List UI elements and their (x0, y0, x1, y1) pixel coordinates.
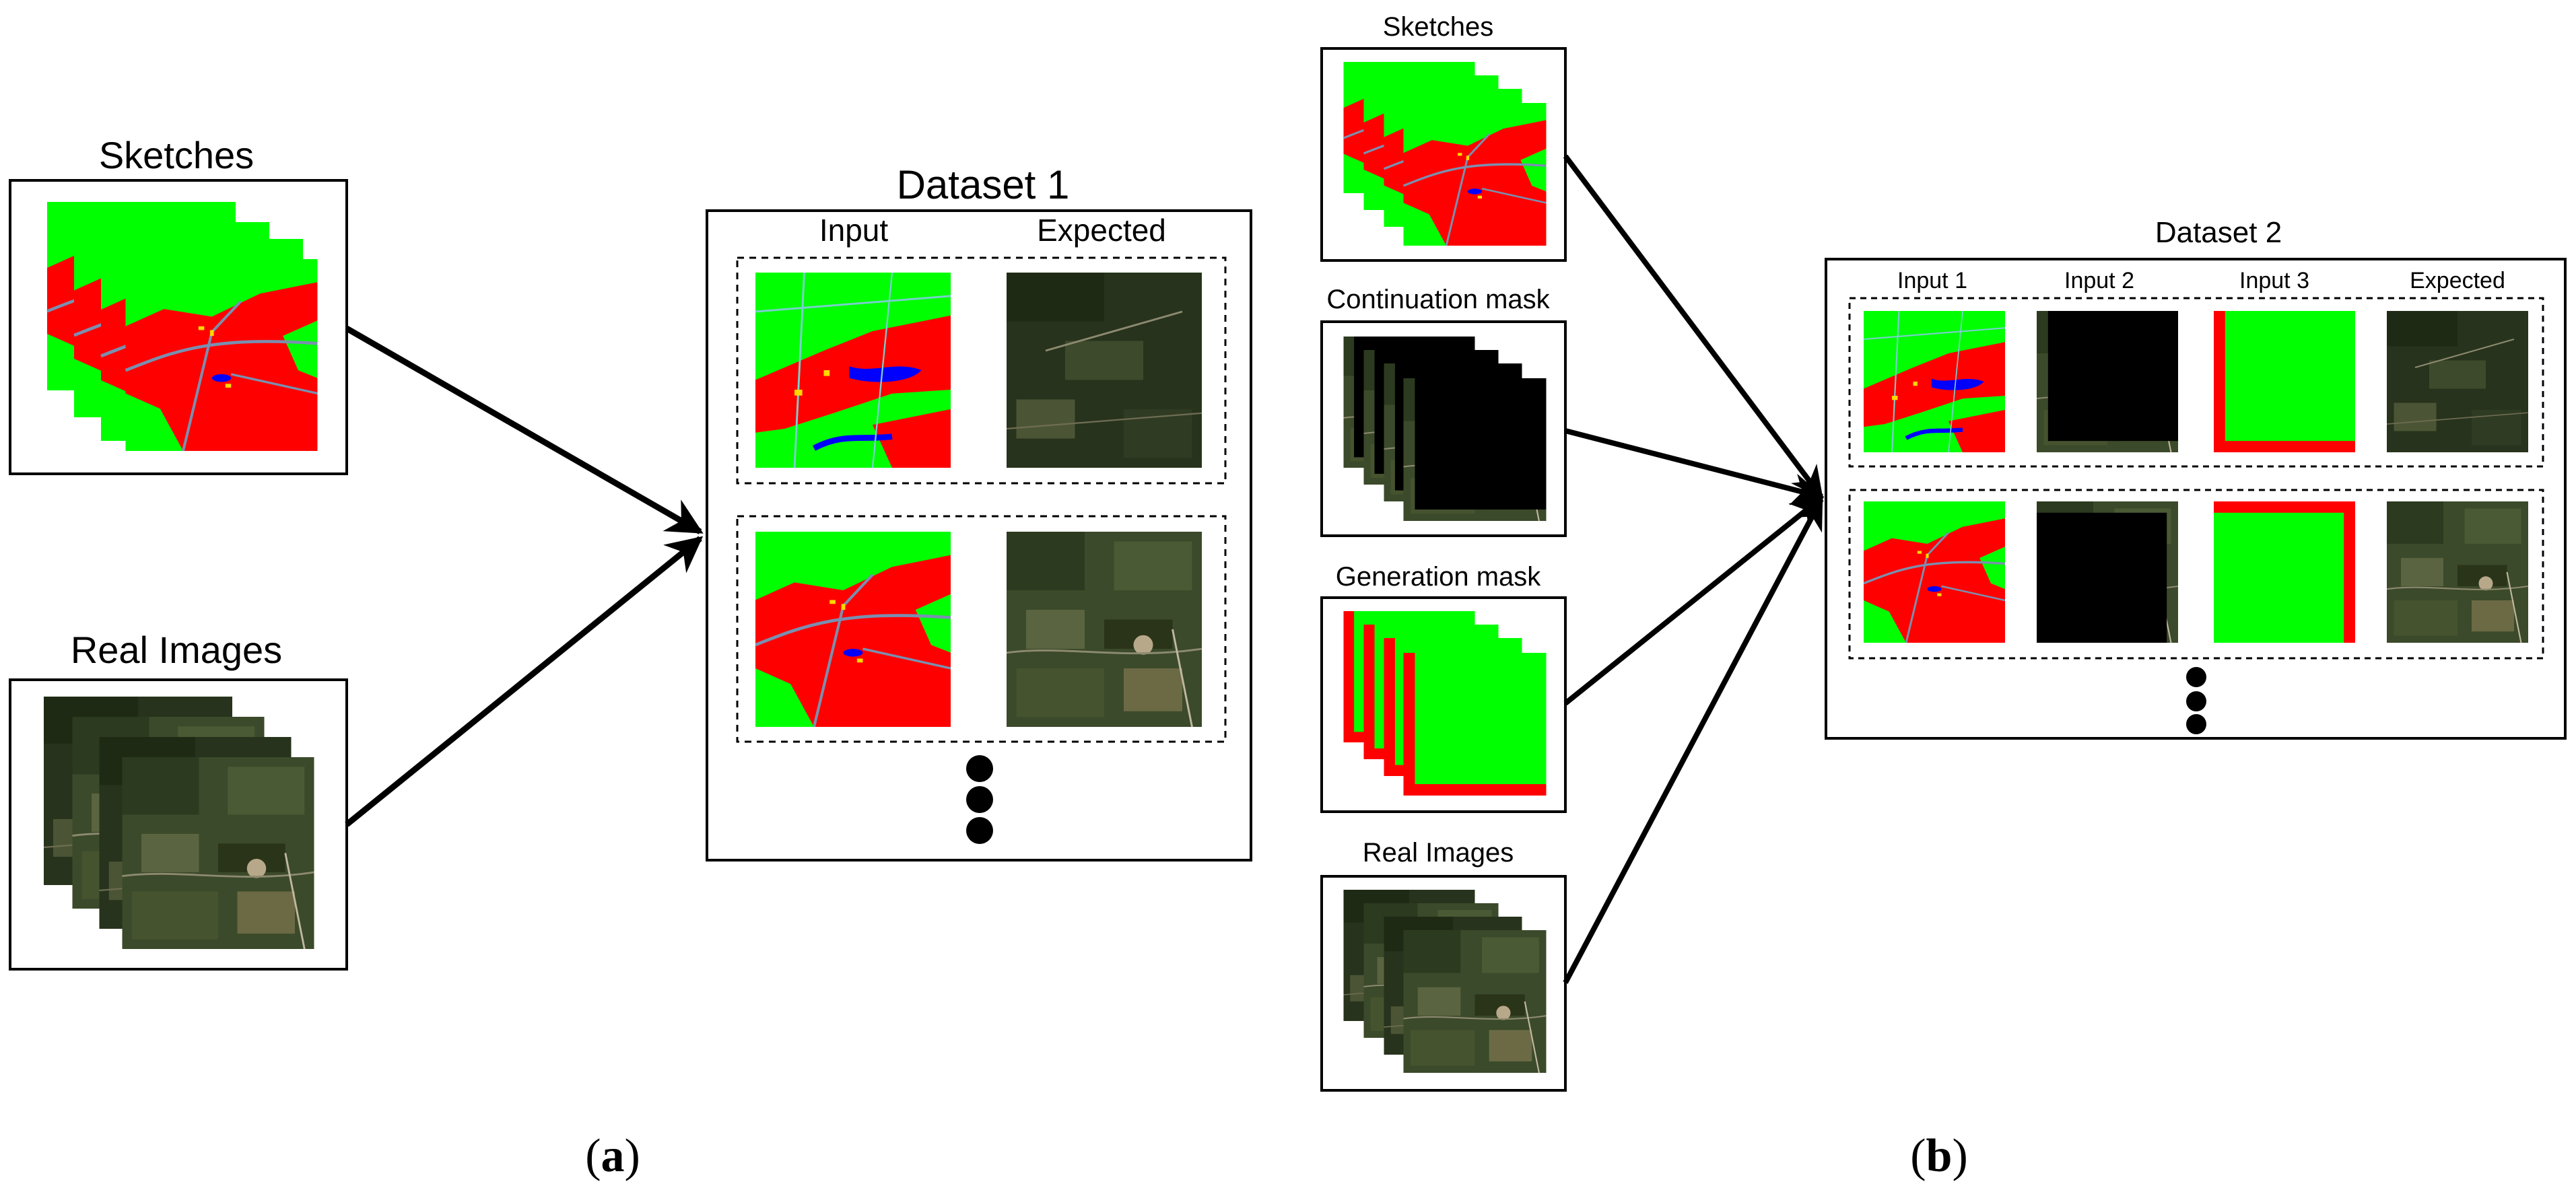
dataset2-row-1-input3 (2214, 311, 2355, 452)
ellipsis-dot (2186, 714, 2206, 734)
caption-a-letter: a (601, 1130, 625, 1182)
dataset1-row-2-input (755, 532, 951, 727)
ellipsis-dot (2186, 691, 2206, 711)
caption-b-close: ) (1952, 1130, 1967, 1182)
sketch-layer-4 (126, 259, 318, 451)
sketches-label-a: Sketches (99, 134, 254, 176)
ellipsis-dot (2186, 667, 2206, 687)
arrow-real-to-dataset1 (345, 536, 704, 827)
caption-a-open: ( (585, 1130, 601, 1182)
dataset1-ellipsis-dots (966, 755, 993, 844)
dataset2-frame (1825, 258, 2567, 740)
panel-b: Sketches Continuation mask Generation ma… (1320, 12, 2567, 1182)
dataset1-row-1-input (755, 273, 951, 468)
dataset2-row-2 (1848, 489, 2544, 660)
sketches-stack-a (47, 202, 318, 451)
sketches-frame-b (1320, 47, 1567, 262)
dataset2-row-2-input1 (1864, 501, 2005, 643)
dataset2-col-expected: Expected (2410, 268, 2505, 293)
dataset2-row-2-expected (2387, 501, 2528, 643)
dataset1-row-1-frame (736, 256, 1227, 485)
continuation-mask-frame (1320, 320, 1567, 537)
ellipsis-dot (966, 786, 993, 813)
caption-a: (a) (585, 1130, 640, 1182)
real-images-label-a: Real Images (71, 629, 282, 671)
sketches-label-b: Sketches (1383, 12, 1494, 42)
dataset1-row-2-frame (736, 515, 1227, 743)
dataset2-ellipsis-dots (2186, 667, 2206, 734)
ellipsis-dot (966, 755, 993, 782)
dataset2-row-1-expected (2387, 311, 2528, 452)
dataset1-col-expected: Expected (1037, 213, 1166, 248)
panel-a: Sketches Real Images Dataset 1 Input Exp… (9, 134, 1252, 1182)
arrow-generation-to-dataset2 (1563, 495, 1824, 706)
dataset2-row-1-frame (1848, 297, 2544, 468)
generation-mask-label: Generation mask (1336, 562, 1542, 592)
caption-b-letter: b (1926, 1130, 1953, 1182)
real-image-layer-4 (121, 757, 315, 949)
arrow-sketches-to-dataset2 (1563, 154, 1824, 499)
sketch-layer (1402, 103, 1547, 246)
dataset1-row-1 (736, 256, 1227, 485)
dataset1-row-2-expected (1007, 532, 1202, 727)
dataset2-col-input1: Input 1 (1897, 268, 1967, 293)
arrow-sketches-to-dataset1 (345, 326, 704, 534)
dataset1-row-1-expected (1007, 273, 1202, 468)
generation-mask-frame (1320, 596, 1567, 813)
dataset1-col-input: Input (819, 213, 889, 248)
dataset2-title: Dataset 2 (2155, 216, 2282, 249)
dataset2-col-input2: Input 2 (2064, 268, 2134, 293)
dataset1-frame (706, 209, 1252, 861)
dataset1-title: Dataset 1 (897, 162, 1070, 207)
dataset2-row-2-frame (1848, 489, 2544, 660)
ellipsis-dot (966, 817, 993, 844)
generation-mask-layer (1403, 653, 1547, 796)
continuation-mask-stack (1344, 337, 1547, 521)
real-images-frame-b (1320, 875, 1567, 1092)
dataset2-row-1-input2 (2037, 311, 2178, 452)
sketches-frame-a (9, 179, 348, 475)
generation-mask-stack (1343, 611, 1547, 796)
continuation-mask-label: Continuation mask (1326, 285, 1550, 314)
caption-b: (b) (1910, 1130, 1968, 1182)
real-images-label-b: Real Images (1363, 838, 1514, 868)
real-image-layer (1402, 930, 1547, 1073)
dataset1-row-2 (736, 515, 1227, 743)
arrow-continuation-to-dataset2 (1565, 428, 1825, 505)
caption-a-close: ) (625, 1130, 640, 1182)
dataset2-row-1-input1 (1864, 311, 2005, 452)
continuation-mask-layer (1404, 378, 1547, 521)
arrow-real-to-dataset2 (1563, 496, 1824, 984)
dataset2-row-1 (1848, 297, 2544, 468)
caption-b-open: ( (1910, 1130, 1926, 1182)
dataset2-row-2-input3 (2214, 501, 2355, 643)
sketches-stack-b (1342, 62, 1547, 246)
real-images-stack-b (1343, 890, 1547, 1073)
dataset2-col-input3: Input 3 (2239, 268, 2309, 293)
dataset2-row-2-input2 (2037, 501, 2178, 643)
real-images-stack-a (42, 697, 315, 949)
